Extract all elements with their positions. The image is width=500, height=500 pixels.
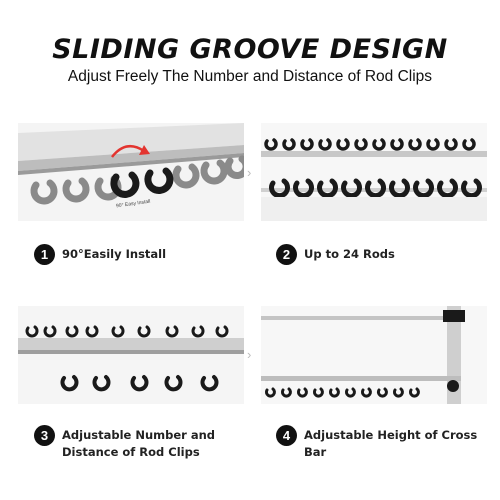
feature-2: 2 Up to 24 Rods — [276, 244, 395, 265]
feature-label: Adjustable Number and Distance of Rod Cl… — [62, 428, 216, 459]
photo-easy-install: 90° Easy Install — [18, 123, 244, 221]
photo-24-rods — [261, 123, 487, 221]
feature-label: 90°Easily Install — [62, 247, 167, 261]
feature-label: Adjustable Height of Cross Bar — [304, 428, 478, 459]
feature-number-badge: 1 — [34, 244, 55, 265]
photo-adjustable-clips — [18, 306, 244, 404]
separator-arrow: › — [247, 347, 252, 362]
feature-1: 1 90°Easily Install — [34, 244, 166, 265]
feature-number-badge: 2 — [276, 244, 297, 265]
separator-arrow: › — [247, 165, 252, 180]
feature-3: 3 Adjustable Number and Distance of Rod … — [34, 425, 242, 461]
feature-number-badge: 4 — [276, 425, 297, 446]
photo-cross-bar-height — [261, 306, 487, 404]
page-subtitle: Adjust Freely The Number and Distance of… — [67, 68, 433, 85]
page-title: SLIDING GROOVE DESIGN — [52, 34, 448, 65]
feature-label: Up to 24 Rods — [304, 247, 395, 261]
feature-number-badge: 3 — [34, 425, 55, 446]
feature-4: 4 Adjustable Height of Cross Bar — [276, 425, 500, 461]
